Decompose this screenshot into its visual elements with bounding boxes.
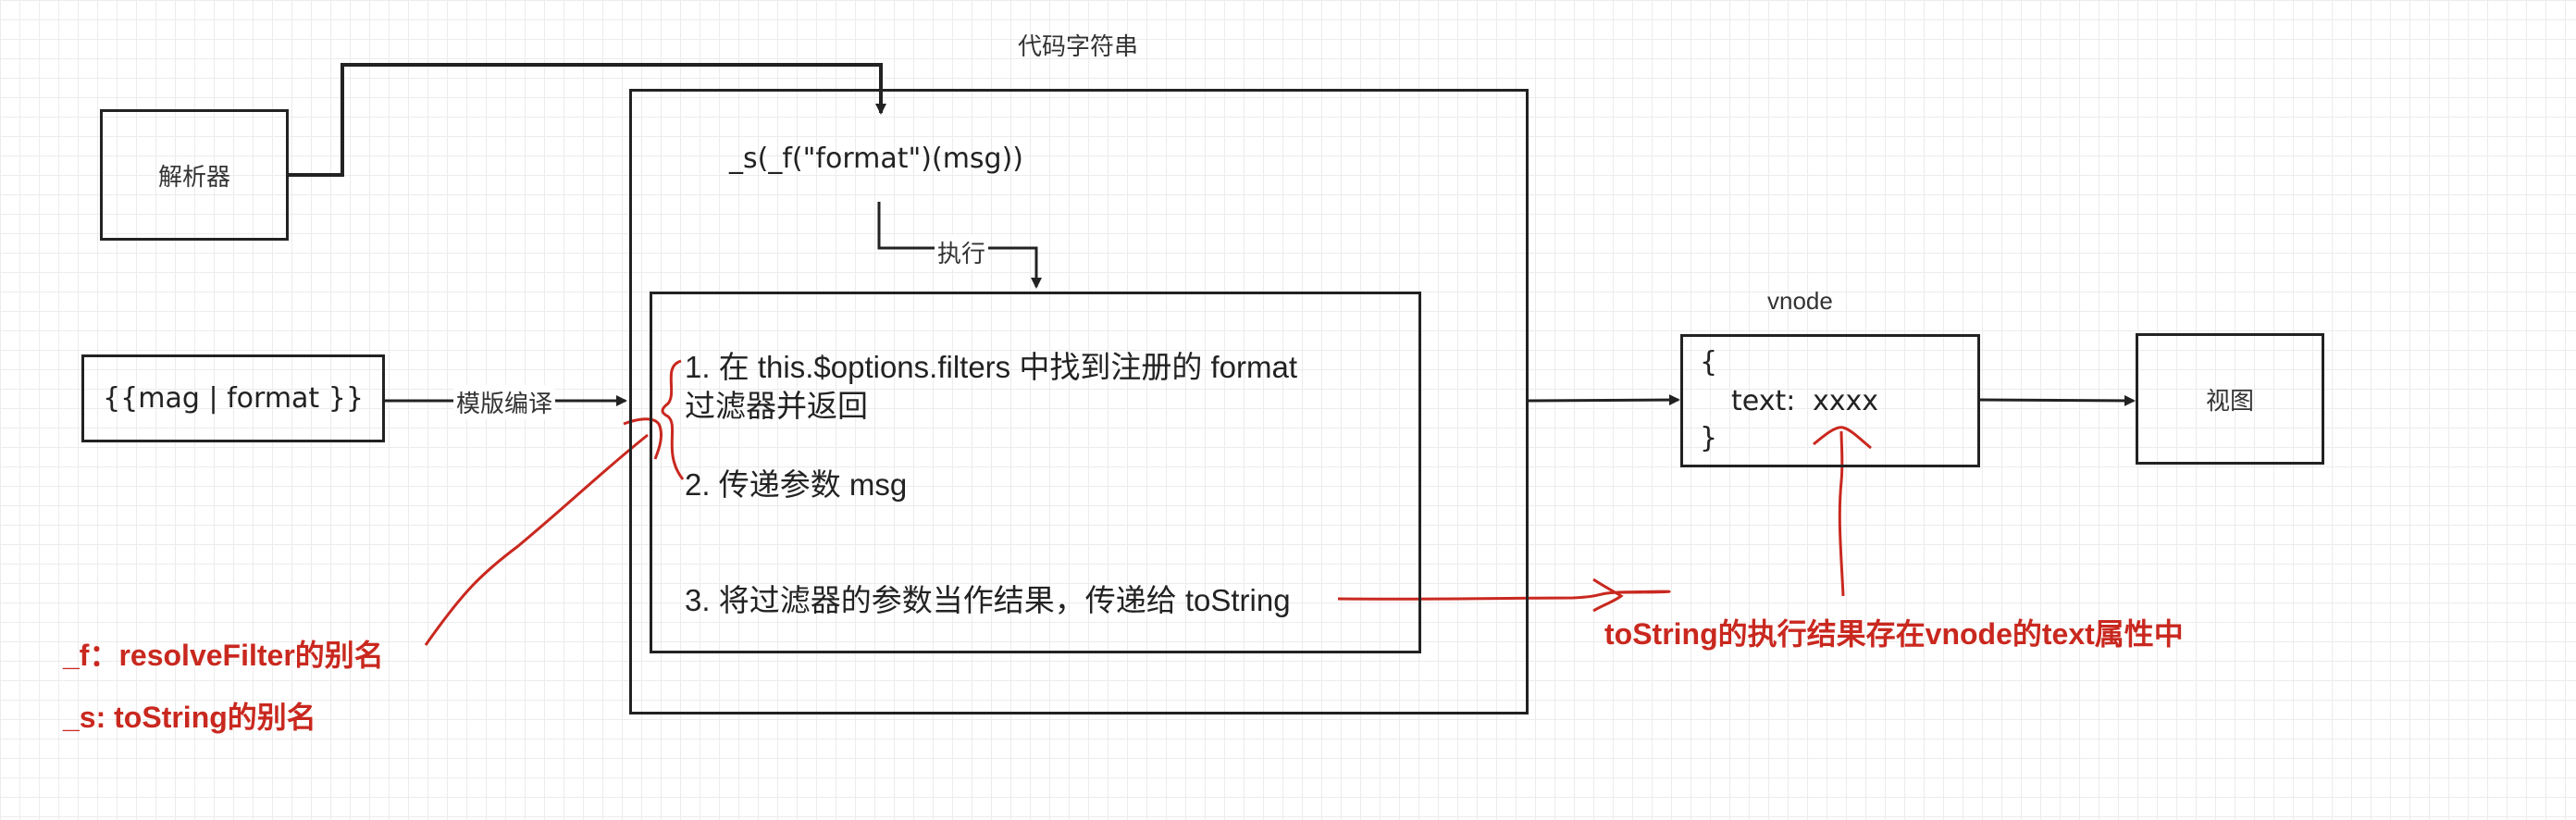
red-up-arrow-line [1838, 430, 1845, 597]
steps-box [650, 292, 1421, 653]
top-label: 代码字符串 [1018, 32, 1139, 60]
vnode-to-view-arrow [1979, 394, 2136, 406]
template-box: {{mag | format }} [81, 354, 385, 442]
step2: 2. 传递参数 msg [685, 467, 908, 502]
red-result-arrow-line [1337, 590, 1671, 601]
vnode-open-brace: { [1700, 346, 1718, 379]
vnode-box: { text: xxxx } [1680, 334, 1980, 467]
red-up-arrow-head [1813, 426, 1872, 450]
f-alias-note: _f：resolveFilter的别名 [63, 639, 384, 672]
execute-label: 执行 [935, 235, 989, 269]
red-bracket [661, 359, 685, 480]
step1-line2: 过滤器并返回 [685, 389, 868, 423]
vnode-title: vnode [1767, 287, 1833, 315]
parser-box: 解析器 [100, 109, 289, 241]
view-label: 视图 [2205, 386, 2254, 415]
result-note: toString的执行结果存在vnode的text属性中 [1604, 617, 2184, 651]
s-alias-note: _s: toString的别名 [63, 701, 316, 734]
vnode-close-brace: } [1700, 422, 1718, 454]
compile-label: 模版编译 [453, 385, 556, 419]
parser-label: 解析器 [157, 162, 230, 191]
red-pointer-stroke [424, 433, 649, 646]
vnode-text-value: xxxx [1813, 385, 1879, 417]
red-pointer-head [623, 417, 663, 460]
step3: 3. 将过滤器的参数当作结果，传递给 toString [685, 583, 1291, 617]
template-label: {{mag | format }} [103, 382, 364, 415]
code-string: _s(_f("format")(msg)) [729, 143, 1024, 175]
red-result-arrow-head [1592, 578, 1624, 613]
outer-box [629, 89, 1529, 714]
vnode-text-key: text: [1731, 385, 1796, 417]
outer-to-vnode-arrow [1528, 394, 1680, 406]
parser-to-code-connector [287, 63, 886, 177]
step1-line1: 1. 在 this.$options.filters 中找到注册的 format [685, 350, 1298, 384]
view-box: 视图 [2136, 333, 2324, 465]
